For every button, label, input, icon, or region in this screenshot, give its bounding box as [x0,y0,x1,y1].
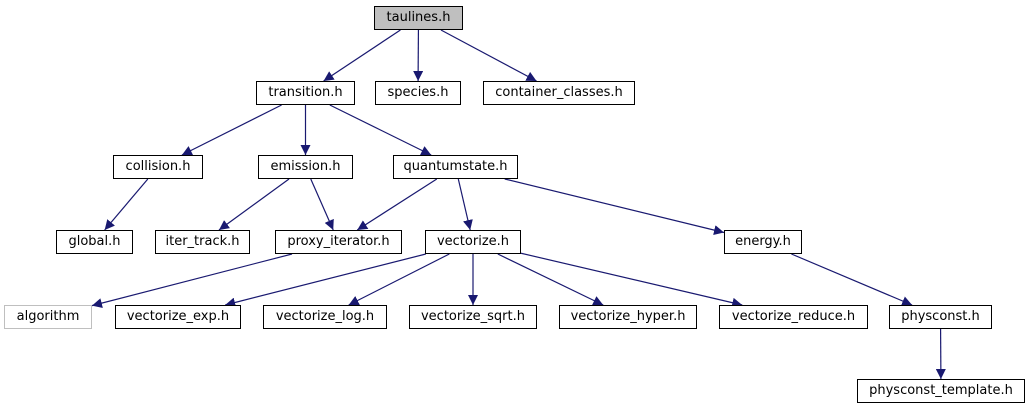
edge-quantumstate-to-energy [504,178,725,235]
node-vectorize-reduce[interactable]: vectorize_reduce.h [719,305,868,329]
edge-quantumstate-to-proxy-iterator [356,178,438,231]
node-vectorize-log[interactable]: vectorize_log.h [263,305,387,329]
node-algorithm: algorithm [4,305,92,329]
node-iter-track[interactable]: iter_track.h [155,230,250,254]
node-collision[interactable]: collision.h [113,155,203,179]
node-energy[interactable]: energy.h [724,230,802,254]
edge-collision-to-global [104,178,149,231]
edge-vectorize-to-vectorize-log [348,253,450,306]
edge-taulines-to-transition [323,29,401,82]
edge-emission-to-proxy-iterator [310,178,334,231]
edge-proxy-iterator-to-algorithm [91,253,293,308]
edge-transition-to-quantumstate [329,104,432,156]
node-vectorize[interactable]: vectorize.h [425,230,521,254]
node-taulines: taulines.h [374,6,463,30]
edge-vectorize-to-vectorize-exp [225,253,426,308]
edge-vectorize-to-vectorize-reduce [520,252,743,308]
node-quantumstate[interactable]: quantumstate.h [393,155,518,179]
node-transition[interactable]: transition.h [256,81,355,105]
edge-vectorize-to-vectorize-hyper [497,253,604,306]
edge-emission-to-iter-track [218,178,290,231]
node-emission[interactable]: emission.h [258,155,353,179]
node-physconst-template[interactable]: physconst_template.h [857,379,1025,403]
node-proxy-iterator[interactable]: proxy_iterator.h [275,230,402,254]
edge-quantumstate-to-vectorize [457,178,473,231]
node-vectorize-hyper[interactable]: vectorize_hyper.h [559,305,697,329]
node-container-classes[interactable]: container_classes.h [483,81,635,105]
node-vectorize-exp[interactable]: vectorize_exp.h [115,305,241,329]
node-vectorize-sqrt[interactable]: vectorize_sqrt.h [409,305,537,329]
edge-transition-to-collision [181,104,282,156]
node-species[interactable]: species.h [375,81,461,105]
edge-taulines-to-container-classes [440,29,537,82]
edge-energy-to-physconst [791,253,913,306]
node-global[interactable]: global.h [56,230,133,254]
node-physconst[interactable]: physconst.h [889,305,992,329]
